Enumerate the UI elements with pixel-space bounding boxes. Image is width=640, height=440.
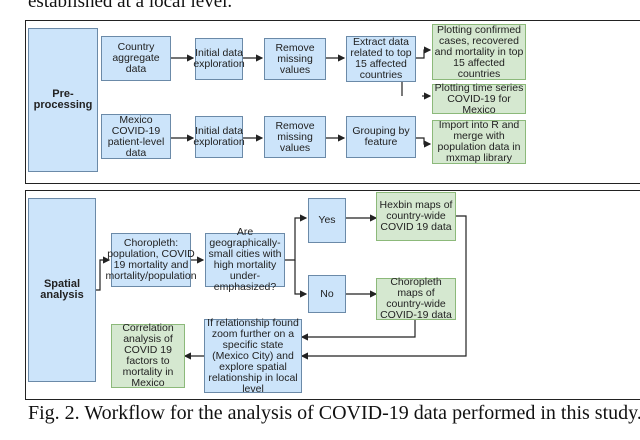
yes-box: Yes xyxy=(308,198,346,243)
plot-confirmed-box: Plotting confirmed cases, recovered and … xyxy=(432,24,526,80)
spatial-label: Spatial analysis xyxy=(28,198,96,382)
correlation-box: Correlation analysis of COVID 19 factors… xyxy=(111,323,185,389)
preprocessing-label: Pre-processing xyxy=(28,28,98,172)
remove-missing-box-1: Remove missing values xyxy=(264,38,326,80)
question-box: Are geographically-small cities with hig… xyxy=(205,227,285,293)
initial-exploration-box-1: Initial data exploration xyxy=(193,38,245,80)
preceding-text: established at a local level. xyxy=(28,0,233,12)
remove-missing-box-2: Remove missing values xyxy=(264,116,326,158)
choropleth-maps-box: Choropleth maps of country-wide COVID-19… xyxy=(376,277,456,321)
mexico-patient-box: Mexico COVID-19 patient-level data xyxy=(101,114,171,159)
extract-data-box: Extract data related to top 15 affected … xyxy=(346,36,416,82)
figure-caption: Fig. 2. Workflow for the analysis of COV… xyxy=(28,402,640,424)
initial-exploration-box-2: Initial data exploration xyxy=(193,116,245,158)
hexbin-box: Hexbin maps of country-wide COVID 19 dat… xyxy=(376,192,456,241)
plot-timeseries-box: Plotting time series COVID-19 for Mexico xyxy=(432,82,526,115)
choropleth-box: Choropleth: population, COVID 19 mortali… xyxy=(105,233,197,287)
import-r-box: Import into R and merge with population … xyxy=(432,120,526,164)
grouping-box: Grouping by feature xyxy=(346,116,416,158)
relationship-box: If relationship found zoom further on a … xyxy=(204,317,302,394)
country-aggregate-box: Country aggregate data xyxy=(101,36,171,81)
no-box: No xyxy=(308,275,346,313)
